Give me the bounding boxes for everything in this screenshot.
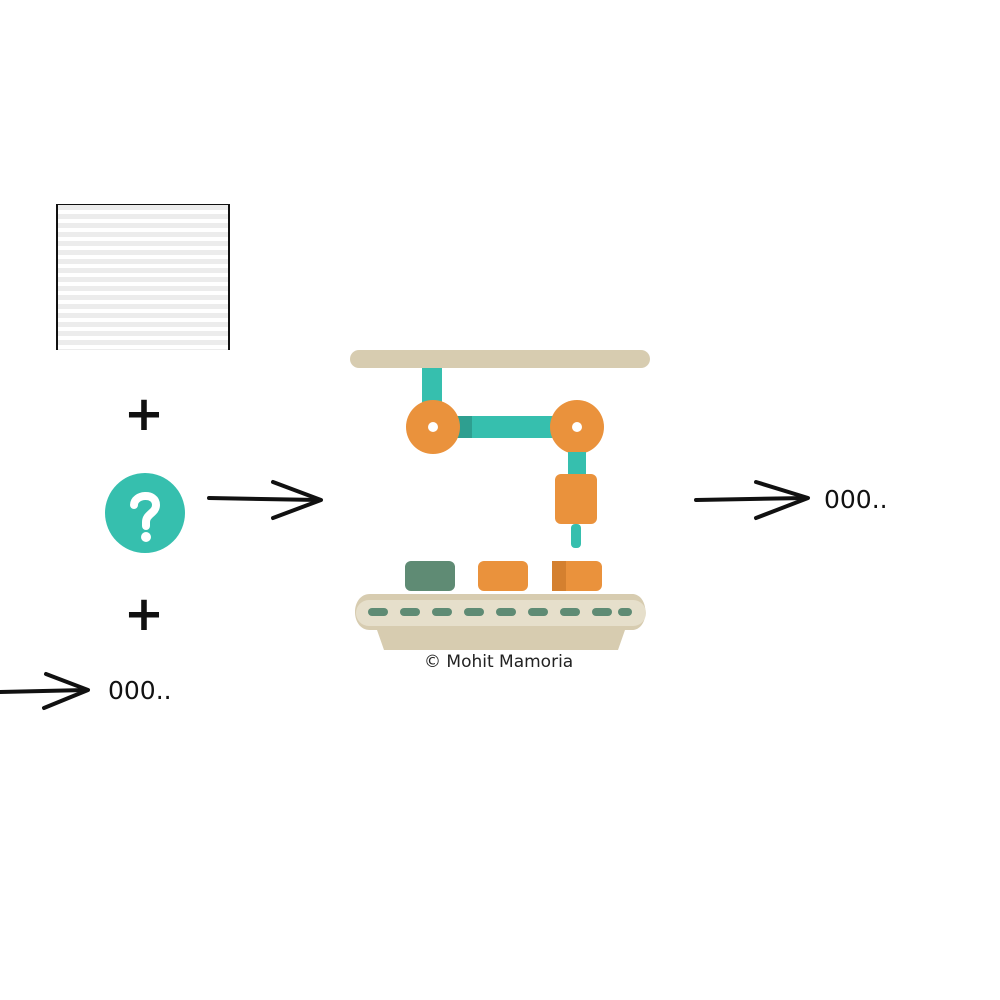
arrow-right-icon [207, 480, 323, 520]
output-text: 000.. [824, 485, 888, 514]
credit-text: © Mohit Mamoria [424, 652, 574, 672]
question-mark-icon [105, 473, 185, 553]
robot-arm-icon [350, 350, 650, 650]
arrow-right-icon [0, 672, 90, 710]
previous-output-text: 000.. [108, 676, 172, 705]
plus-sign-bottom: + [123, 586, 165, 642]
document-icon [56, 204, 230, 350]
plus-sign-top: + [123, 386, 165, 442]
arrow-right-icon [694, 480, 810, 520]
